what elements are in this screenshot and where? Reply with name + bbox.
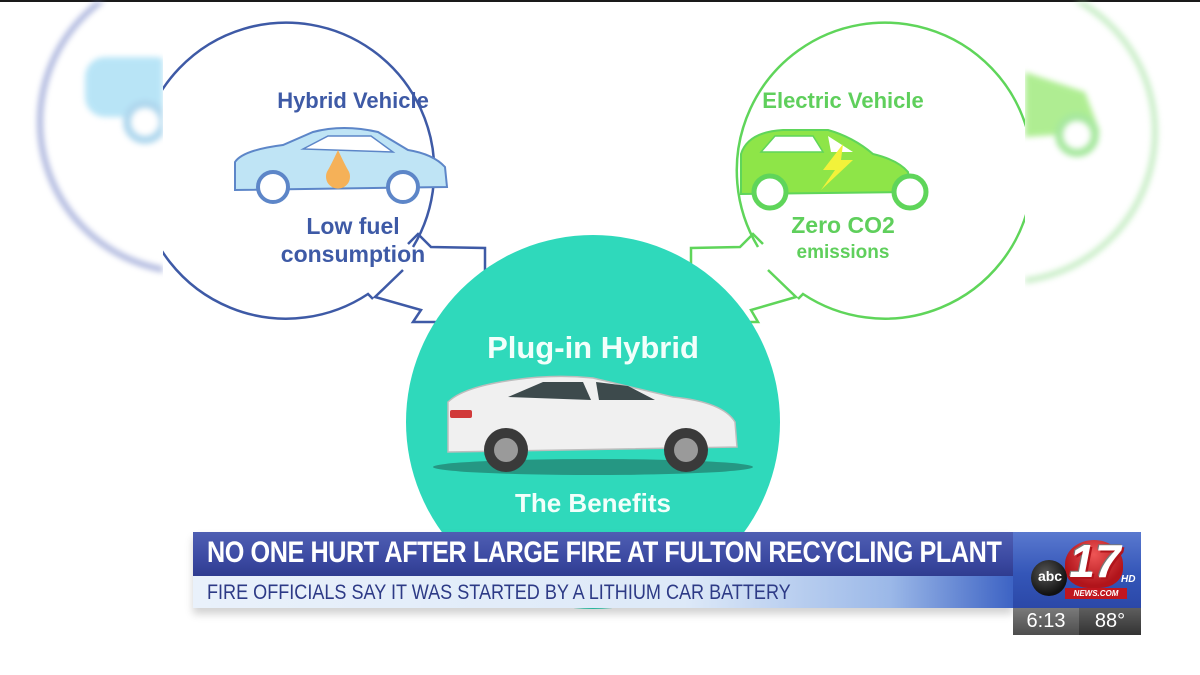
website-label: NEWS.COM	[1065, 588, 1127, 599]
white-sedan-icon	[433, 375, 753, 475]
network-name: abc	[1037, 568, 1063, 584]
hybrid-vehicle-benefit: Low fuel consumption	[223, 212, 483, 268]
blurred-background-right	[1025, 2, 1200, 675]
hybrid-benefit-line2: consumption	[280, 241, 426, 267]
subheadline-bar: FIRE OFFICIALS SAY IT WAS STARTED BY A L…	[193, 576, 1013, 608]
electric-benefit-line2: emissions	[796, 242, 890, 263]
station-logo: 17 abc HD NEWS.COM	[1013, 532, 1141, 608]
headline-bar: NO ONE HURT AFTER LARGE FIRE AT FULTON R…	[193, 532, 1013, 576]
hybrid-vehicle-title: Hybrid Vehicle	[277, 88, 429, 113]
hatchback-with-lightning-icon	[740, 129, 929, 211]
hybrid-benefit-line1: Low fuel	[306, 213, 400, 239]
logo-red-disc	[1065, 540, 1123, 588]
subheadline-text: FIRE OFFICIALS SAY IT WAS STARTED BY A L…	[207, 581, 791, 604]
hd-label: HD	[1121, 574, 1136, 585]
vehicle-comparison-graphic	[163, 21, 1025, 609]
blurred-background-left	[0, 2, 163, 675]
video-top-border	[0, 0, 1200, 2]
channel-number: 17	[1069, 535, 1121, 587]
plugin-hybrid-subtitle: The Benefits	[514, 488, 672, 518]
temperature-display: 88°	[1079, 608, 1141, 635]
headline-text: NO ONE HURT AFTER LARGE FIRE AT FULTON R…	[207, 536, 1002, 569]
sedan-with-fuel-drop-icon	[234, 127, 449, 204]
electric-benefit-line1: Zero CO2	[791, 212, 895, 238]
abc-logo-icon	[1031, 560, 1067, 596]
news-lower-third: NO ONE HURT AFTER LARGE FIRE AT FULTON R…	[193, 532, 1013, 608]
electric-vehicle-title: Electric Vehicle	[762, 88, 924, 113]
plugin-hybrid-title: Plug-in Hybrid	[487, 330, 699, 365]
time-display: 6:13	[1013, 608, 1079, 635]
